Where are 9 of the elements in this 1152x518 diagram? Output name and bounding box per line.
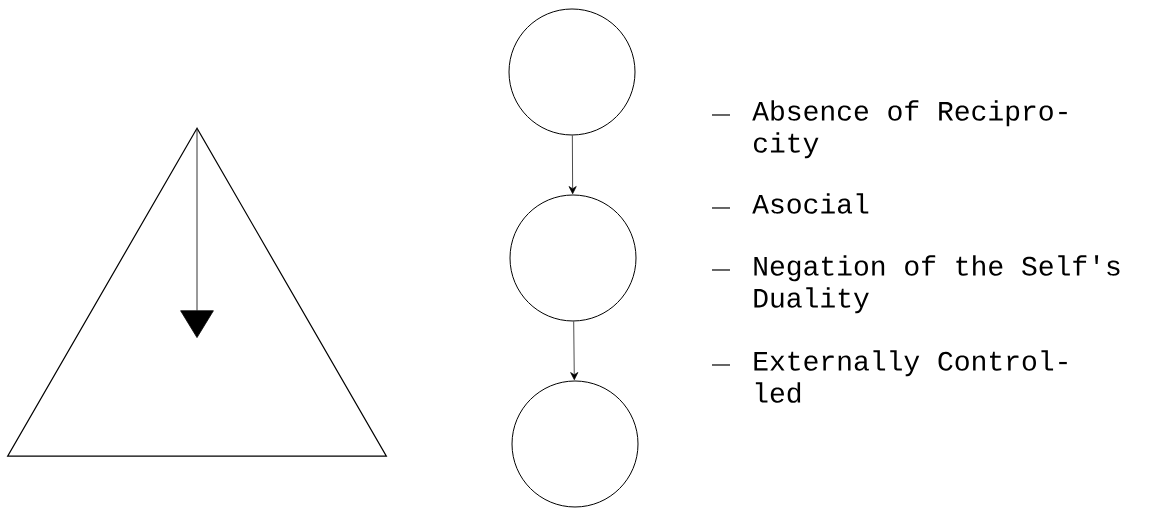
circle: [509, 194, 637, 322]
circle: [511, 380, 639, 508]
list-item: Negation of the Self's Duality: [754, 255, 1120, 314]
arrow: [568, 135, 577, 195]
list-item: Asocial: [752, 193, 869, 214]
list-item: Absence of Recipro- city: [752, 100, 1067, 159]
list-item: Externally Control- led: [754, 350, 1067, 403]
arrow: [570, 321, 579, 381]
circle: [508, 8, 636, 136]
